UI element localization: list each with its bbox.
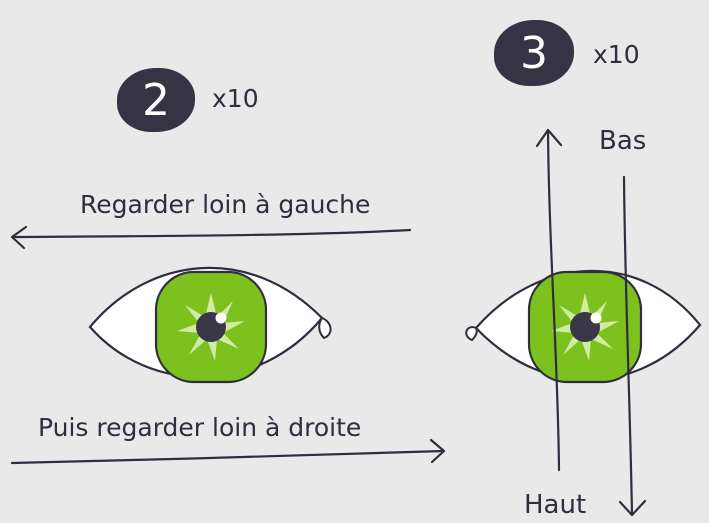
left-eye — [88, 266, 332, 384]
step-3-number: 3 — [520, 27, 548, 79]
arrow-left-icon — [10, 225, 412, 250]
arrow-down-icon — [618, 175, 647, 517]
arrow-right-icon — [10, 438, 446, 465]
step-3-repeat: x10 — [593, 40, 640, 69]
label-haut: Haut — [524, 490, 587, 520]
step-2-number: 2 — [142, 74, 170, 126]
step-2-repeat: x10 — [212, 84, 259, 113]
instruction-look-right: Puis regarder loin à droite — [38, 413, 362, 442]
step-3-badge: 3 — [494, 20, 574, 86]
right-eye — [465, 269, 702, 384]
instruction-look-left: Regarder loin à gauche — [80, 190, 371, 219]
arrow-up-icon — [535, 128, 563, 472]
label-bas: Bas — [599, 126, 647, 156]
step-2-badge: 2 — [117, 68, 195, 132]
